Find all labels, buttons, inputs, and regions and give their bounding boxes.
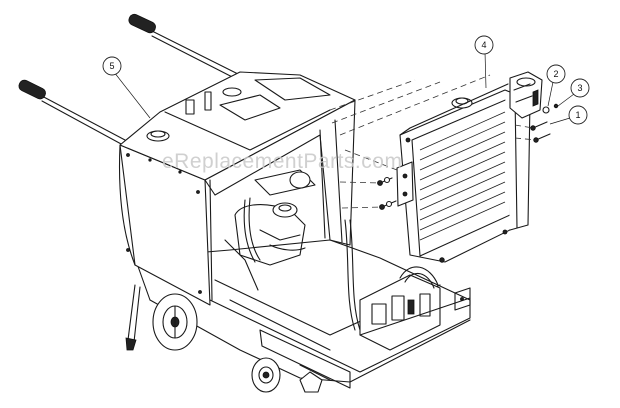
explode-lines <box>329 74 537 209</box>
overflow-tank <box>509 71 543 119</box>
callout-4-label: 4 <box>481 40 486 50</box>
callout-1-label: 1 <box>575 110 580 120</box>
callout-1: 1 <box>549 105 588 125</box>
engine-housing <box>118 71 356 306</box>
callout-4: 4 <box>474 35 494 89</box>
callout-3: 3 <box>557 78 590 107</box>
engine-assembly <box>224 169 361 331</box>
callout-2: 2 <box>546 64 566 107</box>
callout-3-label: 3 <box>577 83 582 93</box>
callout-5: 5 <box>102 56 151 119</box>
callout-5-label: 5 <box>109 61 114 71</box>
front-lever <box>125 284 141 351</box>
wheel-right <box>299 371 323 393</box>
wheel-left <box>152 293 198 351</box>
pump-assembly <box>359 266 471 351</box>
handle-bar-lower <box>18 79 126 146</box>
handle-bar-upper <box>128 13 251 85</box>
watermark: eReplacementParts.com <box>162 150 402 173</box>
wheel-front <box>251 357 281 393</box>
handle-grip-upper-icon <box>128 13 156 34</box>
callout-2-label: 2 <box>553 69 558 79</box>
radiator <box>396 83 531 263</box>
handle-grip-lower-icon <box>18 79 46 100</box>
